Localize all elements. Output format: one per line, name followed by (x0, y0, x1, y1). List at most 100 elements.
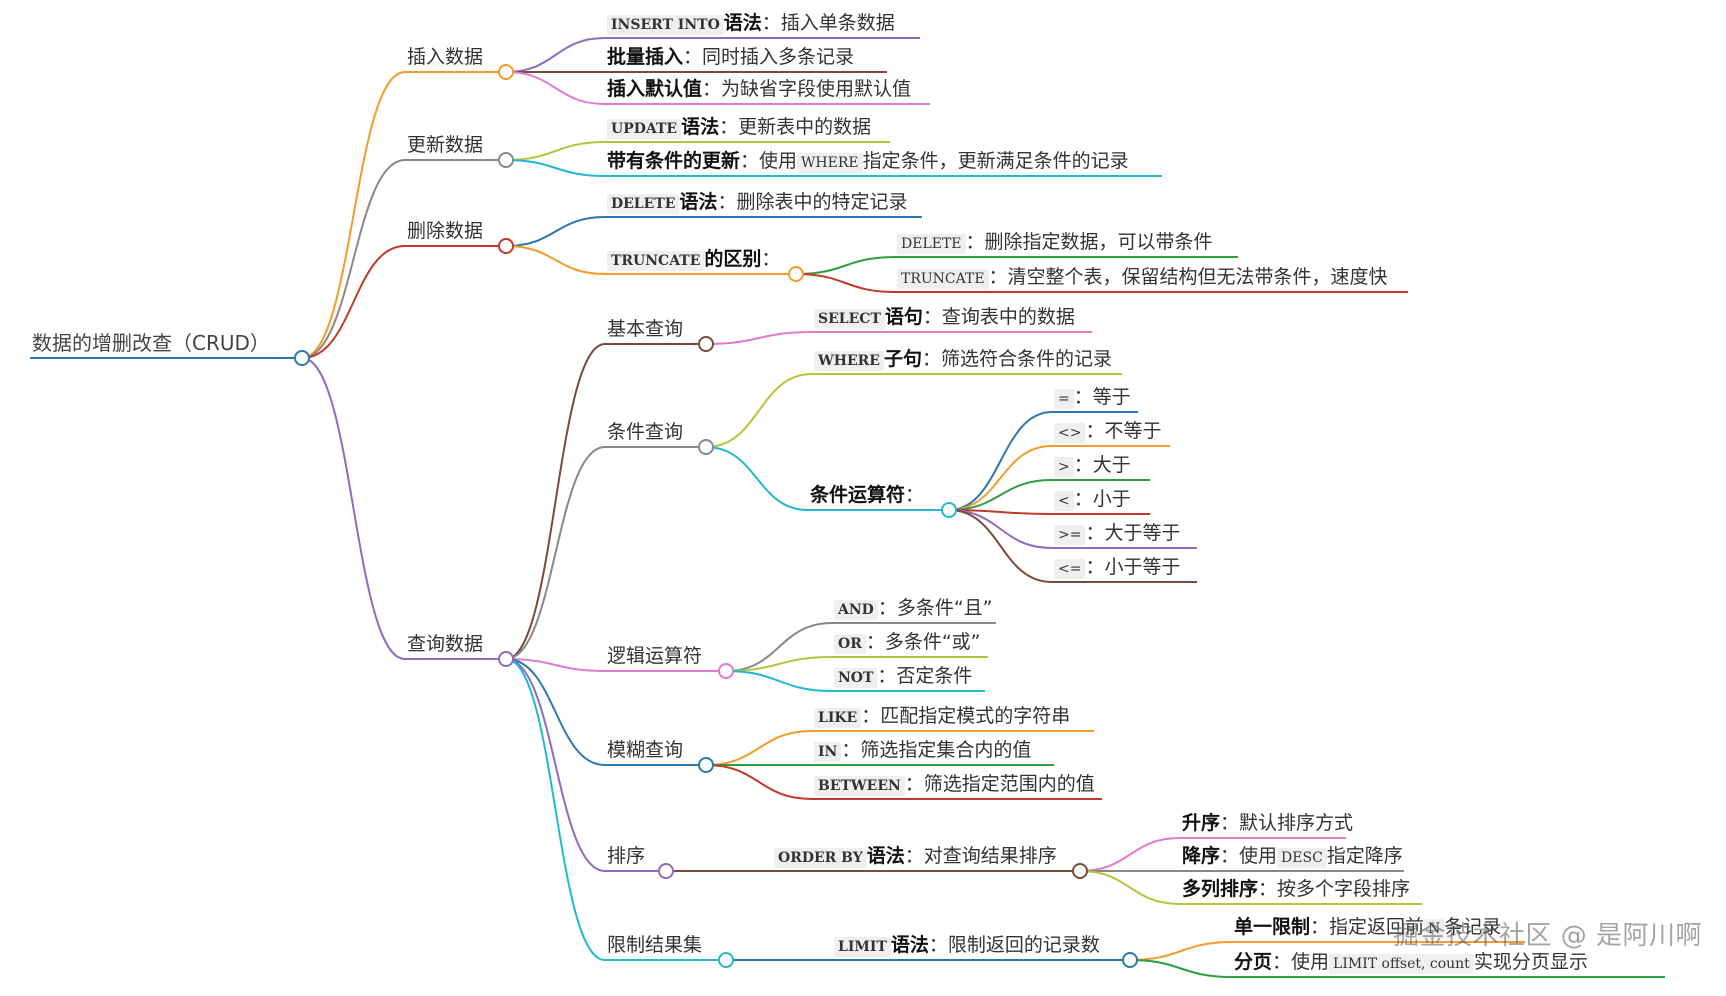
node-q31[interactable]: AND：多条件“且” (834, 595, 993, 621)
node-text: 逻辑运算符 (607, 645, 703, 667)
node-q41[interactable]: LIKE：匹配指定模式的字符串 (814, 703, 1070, 729)
node-text: ：小于等于 (1085, 556, 1181, 578)
node-op3[interactable]: >：大于 (1054, 452, 1131, 478)
node-code-keyword: LIMIT offset, count (1329, 954, 1474, 974)
collapse-toggle-del2[interactable] (788, 266, 804, 282)
collapse-toggle-q51[interactable] (1072, 863, 1088, 879)
connector-op4 (948, 509, 1053, 515)
node-q513[interactable]: 多列排序：按多个字段排序 (1182, 876, 1410, 902)
node-code-keyword: < (1054, 491, 1074, 511)
node-q6[interactable]: 限制结果集 (607, 932, 702, 958)
node-op1[interactable]: =：等于 (1054, 384, 1131, 410)
node-q4[interactable]: 模糊查询 (607, 737, 683, 763)
node-text: 分页 (1234, 951, 1273, 973)
node-text: 数据的增删改查（CRUD） (32, 331, 270, 355)
node-text: 更新数据 (407, 134, 484, 156)
node-code-keyword: SELECT (814, 309, 885, 329)
node-op6[interactable]: <=：小于等于 (1054, 554, 1180, 580)
node-root[interactable]: 数据的增删改查（CRUD） (32, 330, 270, 356)
node-code-keyword: DESC (1277, 848, 1327, 868)
node-upd[interactable]: 更新数据 (407, 132, 483, 158)
node-q2[interactable]: 条件查询 (607, 419, 683, 445)
collapse-toggle-q1[interactable] (698, 336, 714, 352)
connector-op2 (948, 445, 1053, 511)
node-code-keyword: BETWEEN (814, 776, 905, 796)
node-qry[interactable]: 查询数据 (407, 631, 483, 657)
node-q32[interactable]: OR：多条件“或” (834, 629, 981, 655)
connector-q6 (505, 658, 606, 961)
connector-del22 (795, 273, 896, 293)
node-text: ：按多个字段排序 (1258, 878, 1411, 900)
node-del[interactable]: 删除数据 (407, 218, 483, 244)
node-del22[interactable]: TRUNCATE：清空整个表，保留结构但无法带条件，速度快 (897, 264, 1388, 290)
collapse-toggle-ins[interactable] (498, 64, 514, 80)
connector-upd (301, 159, 406, 359)
node-text: ：对查询结果排序 (904, 845, 1057, 867)
node-q1[interactable]: 基本查询 (607, 316, 683, 342)
node-op5[interactable]: >=：大于等于 (1054, 520, 1180, 546)
node-q3[interactable]: 逻辑运算符 (607, 643, 702, 669)
node-op4[interactable]: <：小于 (1054, 486, 1131, 512)
node-ins2[interactable]: 批量插入：同时插入多条记录 (607, 44, 854, 70)
collapse-toggle-q4[interactable] (698, 757, 714, 773)
connector-q11 (705, 331, 813, 345)
collapse-toggle-q61[interactable] (1122, 952, 1138, 968)
node-q33[interactable]: NOT：否定条件 (834, 663, 972, 689)
collapse-toggle-qry[interactable] (498, 651, 514, 667)
collapse-toggle-del[interactable] (498, 238, 514, 254)
node-text: ：多条件“或” (865, 631, 981, 653)
node-text: ：同时插入多条记录 (683, 46, 855, 68)
connector-upd1 (505, 141, 606, 161)
node-ins3[interactable]: 插入默认值：为缺省字段使用默认值 (607, 76, 911, 102)
node-text: ：筛选符合条件的记录 (921, 348, 1112, 370)
collapse-toggle-q2[interactable] (698, 439, 714, 455)
node-text: 语法 (866, 845, 905, 867)
node-q43[interactable]: BETWEEN：筛选指定范围内的值 (814, 771, 1095, 797)
connector-q5 (505, 658, 606, 872)
collapse-toggle-q3[interactable] (718, 663, 734, 679)
node-text: 限制结果集 (607, 934, 703, 956)
connector-ins (301, 71, 406, 359)
node-code-keyword: TRUNCATE (607, 251, 705, 271)
node-op2[interactable]: <>：不等于 (1054, 418, 1161, 444)
node-q511[interactable]: 升序：默认排序方式 (1182, 810, 1353, 836)
connector-del1 (505, 216, 606, 247)
collapse-toggle-root[interactable] (294, 350, 310, 366)
node-q22[interactable]: 条件运算符： (810, 482, 924, 508)
node-text: 语法 (723, 12, 762, 34)
node-del21[interactable]: DELETE：删除指定数据，可以带条件 (897, 229, 1213, 255)
node-text: ：大于 (1073, 454, 1131, 476)
connector-q511 (1079, 837, 1181, 872)
connector-op5 (948, 509, 1053, 549)
node-q42[interactable]: IN：筛选指定集合内的值 (814, 737, 1031, 763)
node-code-keyword: TRUNCATE (897, 269, 989, 289)
connector-qry (301, 357, 406, 660)
collapse-toggle-q6[interactable] (718, 952, 734, 968)
connector-op1 (948, 411, 1053, 511)
node-code-keyword: WHERE (797, 153, 863, 173)
node-text: 带有条件的更新 (607, 150, 741, 172)
node-text: ：限制返回的记录数 (928, 934, 1100, 956)
node-q5[interactable]: 排序 (607, 843, 645, 869)
node-text: 模糊查询 (607, 739, 684, 761)
node-text: ：筛选指定集合内的值 (841, 739, 1032, 761)
node-ins[interactable]: 插入数据 (407, 44, 483, 70)
connector-op6 (948, 509, 1053, 583)
collapse-toggle-q5[interactable] (658, 863, 674, 879)
node-text: 插入默认值 (607, 78, 703, 100)
collapse-toggle-q22[interactable] (941, 502, 957, 518)
node-code-keyword: LIKE (814, 708, 862, 728)
collapse-toggle-upd[interactable] (498, 152, 514, 168)
